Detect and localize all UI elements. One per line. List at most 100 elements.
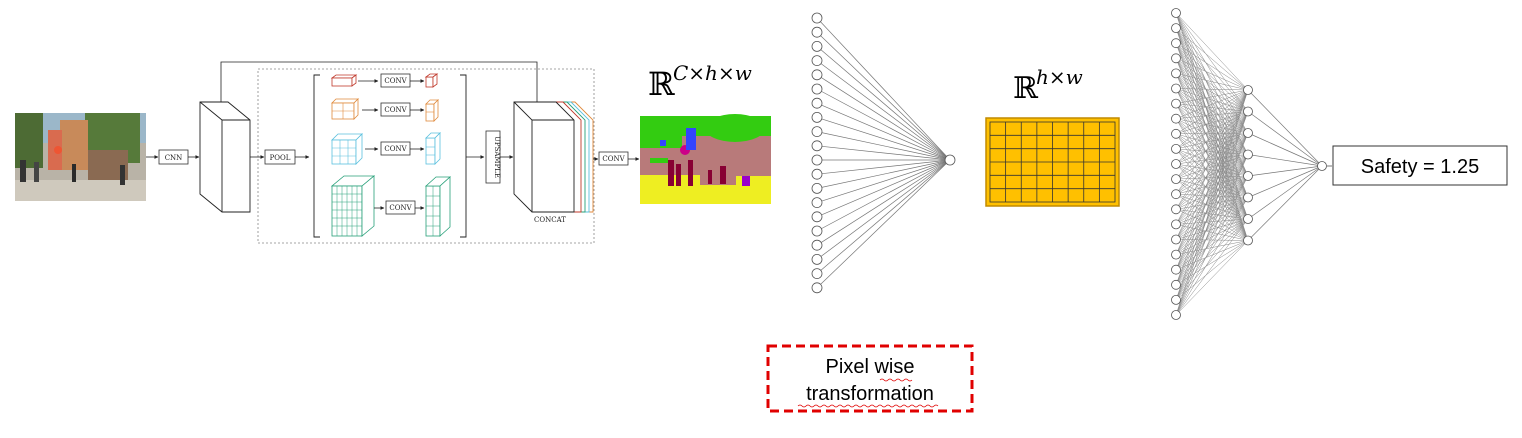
nn2-input-node <box>1171 23 1181 34</box>
safety-output-box <box>1332 145 1508 186</box>
nn2-edge <box>1175 43 1249 198</box>
final-conv-box <box>598 151 629 166</box>
nn2-edge <box>1175 154 1249 225</box>
nn2-edge <box>1175 197 1249 301</box>
pixel-transform-network <box>811 12 956 294</box>
spellcheck-underline-2 <box>797 404 939 408</box>
nn1-input-node <box>811 41 823 52</box>
conv-label-3: CONV <box>384 145 407 153</box>
nn2-edge <box>1175 154 1249 316</box>
nn2-edge <box>1247 165 1323 220</box>
nn2-input-node <box>1171 8 1181 18</box>
pyramid-level-3: CONV <box>331 132 441 165</box>
nn1-input-node <box>811 211 823 223</box>
nn2-edge <box>1175 132 1249 316</box>
nn2-input-node <box>1171 38 1181 49</box>
nn2-edge <box>1175 111 1249 300</box>
pyramid-level-2: CONV <box>331 98 439 122</box>
nn2-hidden-node <box>1243 192 1253 203</box>
nn2-edge <box>1175 27 1249 177</box>
concat-block <box>513 101 594 213</box>
nn2-input-node <box>1171 98 1181 109</box>
nn2-edge <box>1175 111 1249 255</box>
nn2-edge <box>1175 132 1249 285</box>
nn1-input-node <box>811 239 823 251</box>
nn1-edge <box>816 102 951 161</box>
nn2-edge <box>1175 154 1249 255</box>
nn2-edge <box>1175 132 1249 225</box>
nn2-edge <box>1175 88 1249 220</box>
nn2-edge <box>1175 111 1249 316</box>
nn1-edge <box>816 60 951 161</box>
nn2-edge <box>1175 89 1249 150</box>
nn1-edge <box>816 145 951 161</box>
nn2-edge <box>1175 154 1249 301</box>
nn2-edge <box>1175 118 1249 220</box>
nn2-edge <box>1175 58 1249 198</box>
cnn-label: CNN <box>165 154 183 162</box>
nn2-input-node <box>1171 234 1181 245</box>
nn2-edge <box>1175 175 1249 225</box>
nn2-edge <box>1175 89 1249 225</box>
nn2-edge <box>1247 165 1323 198</box>
nn2-input-node <box>1171 204 1181 215</box>
nn2-edge <box>1175 197 1249 285</box>
safety-output-label: Safety = 1.25 <box>1361 156 1479 178</box>
nn2-edge <box>1175 89 1249 135</box>
nn2-edge <box>1175 27 1249 155</box>
nn1-edge <box>816 74 951 161</box>
nn2-input-node <box>1171 83 1181 94</box>
street-scene-photo <box>15 113 146 201</box>
nn2-edge <box>1175 12 1249 155</box>
grid-space-symbol: ℝ <box>1013 71 1039 106</box>
nn2-edge <box>1175 28 1249 198</box>
nn2-edge <box>1175 27 1249 134</box>
nn2-edge <box>1175 58 1249 91</box>
nn1-edge <box>816 159 951 274</box>
nn2-edge <box>1175 43 1249 155</box>
nn2-edge <box>1175 27 1249 91</box>
conv-label-1: CONV <box>384 77 407 85</box>
nn2-edge <box>1175 132 1249 270</box>
spellcheck-underline <box>879 378 913 382</box>
conv-label-4: CONV <box>389 204 412 212</box>
nn2-edge <box>1175 43 1249 177</box>
nn1-input-node <box>811 253 823 265</box>
nn2-edge <box>1175 58 1249 220</box>
nn2-edge <box>1175 12 1249 112</box>
nn2-edge <box>1247 132 1323 167</box>
nn2-edge <box>1175 111 1249 225</box>
skip-connection <box>220 61 539 111</box>
concat-label: CONCAT <box>534 216 566 224</box>
nn1-input-node <box>811 55 823 66</box>
nn1-input-node <box>811 225 823 237</box>
nn2-edge <box>1175 89 1249 270</box>
pixel-wise-annotation-box <box>766 344 974 413</box>
nn2-edge <box>1175 27 1249 112</box>
nn2-edge <box>1175 12 1249 134</box>
nn1-input-node <box>811 154 823 166</box>
nn2-edge <box>1175 111 1249 285</box>
nn2-edge <box>1175 197 1249 255</box>
nn2-edge <box>1175 89 1249 195</box>
nn2-edge <box>1175 175 1249 240</box>
nn2-edge <box>1175 218 1249 285</box>
nn1-edge <box>816 159 951 289</box>
annotation-line-1: Pixel wise <box>826 356 915 378</box>
grid-inner-border <box>989 121 1116 203</box>
nn2-input-node <box>1171 174 1181 185</box>
segmentation-space-symbol: ℝ <box>648 65 675 103</box>
nn2-edge <box>1175 42 1249 91</box>
nn2-input-node <box>1171 128 1181 139</box>
nn2-input-node <box>1171 159 1181 169</box>
nn2-edge <box>1175 197 1249 240</box>
nn1-edge <box>816 131 951 161</box>
nn2-edge <box>1175 12 1249 91</box>
final-conv-label: CONV <box>602 155 625 163</box>
nn2-edge <box>1247 111 1323 167</box>
nn1-input-node <box>811 69 823 81</box>
nn1-edge <box>816 117 951 161</box>
nn2-edge <box>1175 218 1249 316</box>
nn2-edge <box>1175 218 1249 301</box>
